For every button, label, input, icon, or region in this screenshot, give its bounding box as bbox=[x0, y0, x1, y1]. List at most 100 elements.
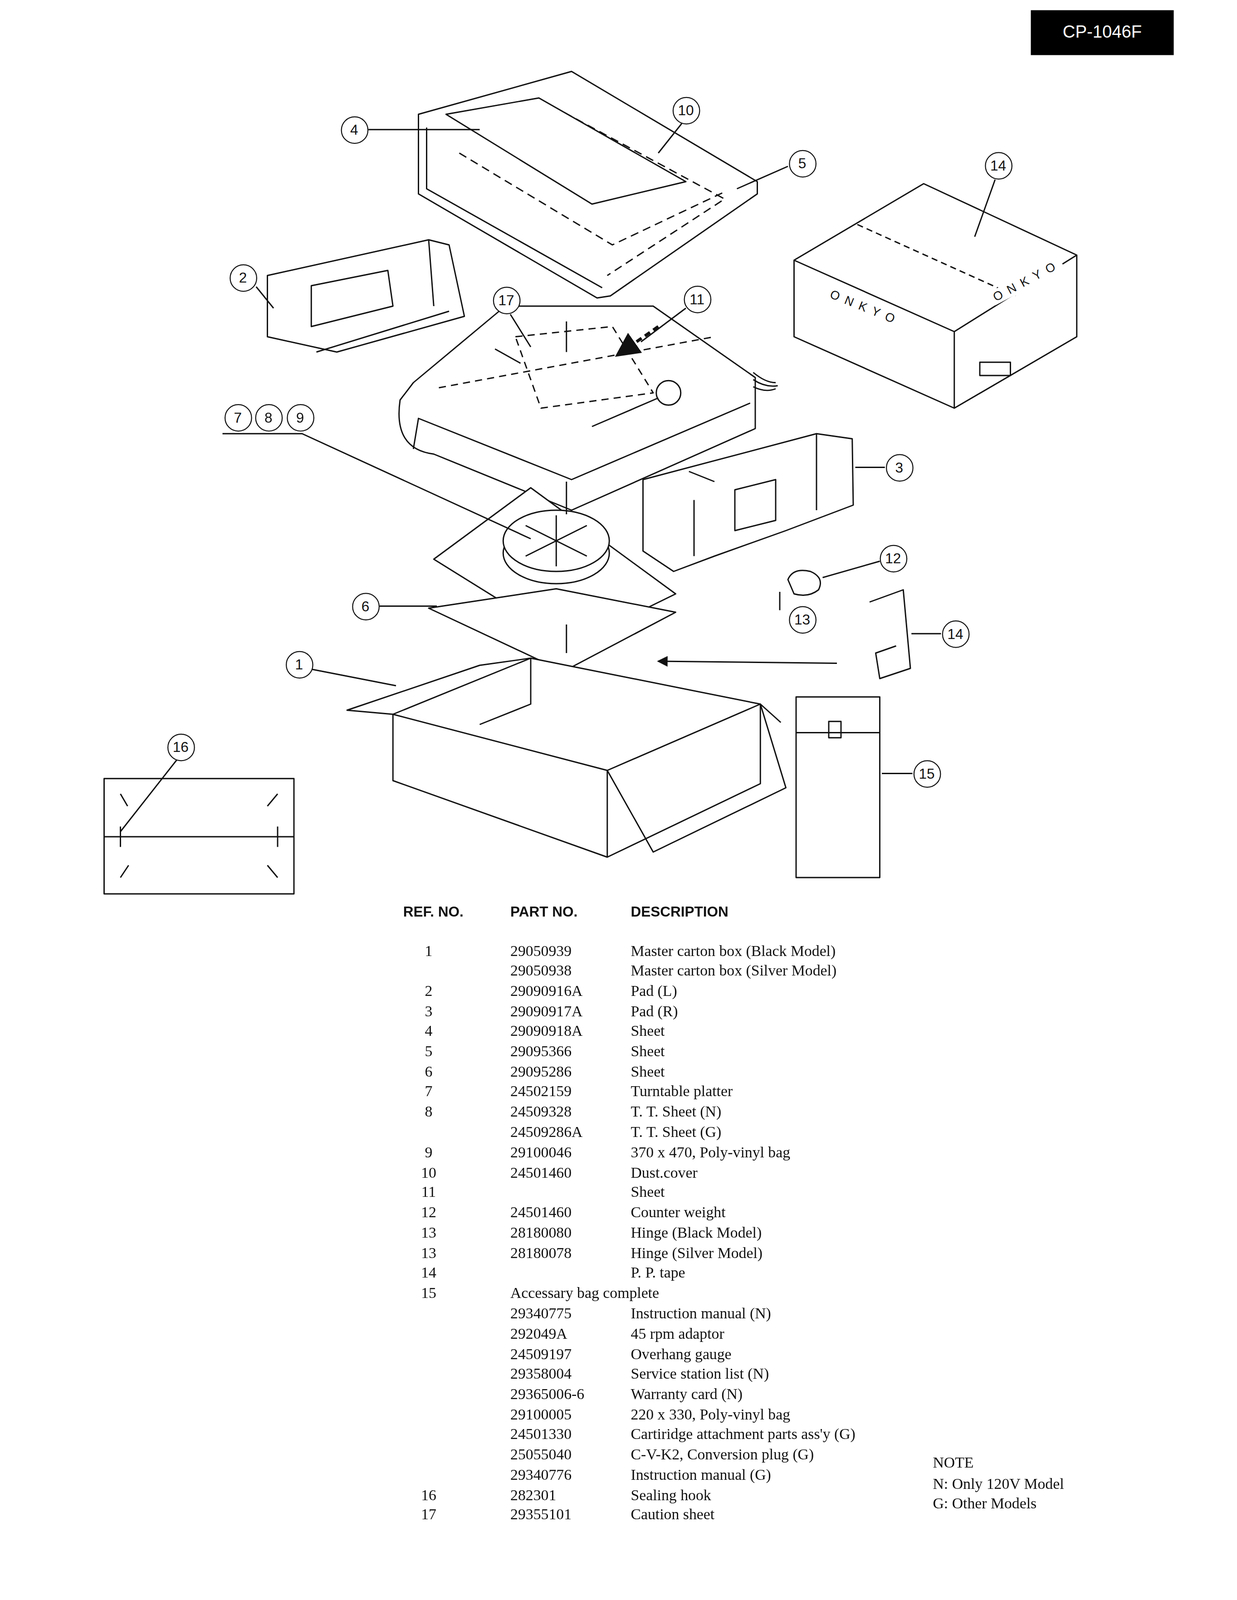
table-cell: 24501460 bbox=[510, 1202, 572, 1223]
table-cell: 13 bbox=[408, 1243, 450, 1264]
table-cell: 24501460 bbox=[510, 1162, 572, 1184]
table-cell: Overhang gauge bbox=[630, 1344, 732, 1365]
callout-circle: 17 bbox=[492, 286, 521, 314]
table-header: REF. NO. bbox=[403, 901, 464, 922]
table-cell: 9 bbox=[408, 1142, 450, 1163]
table-header: DESCRIPTION bbox=[630, 901, 729, 922]
table-cell: T. T. Sheet (G) bbox=[630, 1121, 722, 1143]
callout-number: 11 bbox=[689, 292, 705, 307]
callout-circle: 5 bbox=[788, 149, 817, 178]
callout-circle: 9 bbox=[286, 403, 314, 432]
table-cell: Hinge (Black Model) bbox=[630, 1222, 763, 1244]
callout-number: 1 bbox=[294, 657, 304, 672]
table-cell: Service station list (N) bbox=[630, 1363, 770, 1384]
table-cell: 7 bbox=[408, 1080, 450, 1102]
table-cell: 11 bbox=[408, 1182, 450, 1203]
table-cell: 10 bbox=[408, 1162, 450, 1184]
table-cell: 29095366 bbox=[510, 1041, 572, 1062]
table-cell: Caution sheet bbox=[630, 1504, 715, 1526]
table-cell: 17 bbox=[408, 1504, 450, 1526]
table-cell: 370 x 470, Poly-vinyl bag bbox=[630, 1142, 791, 1163]
table-cell: 29100005 bbox=[510, 1404, 572, 1425]
table-cell: 292049A bbox=[510, 1323, 568, 1345]
callout-number: 5 bbox=[798, 156, 807, 171]
callout-number: 14 bbox=[947, 626, 964, 642]
table-cell: 15 bbox=[408, 1282, 450, 1304]
table-cell: 6 bbox=[408, 1061, 450, 1082]
table-cell: Sheet bbox=[630, 1061, 665, 1082]
table-cell: 4 bbox=[408, 1020, 450, 1042]
table-cell: 45 rpm adaptor bbox=[630, 1323, 725, 1345]
title-box: CP-1046F bbox=[1031, 10, 1174, 56]
table-cell: 29355101 bbox=[510, 1504, 572, 1526]
table-cell: 24509328 bbox=[510, 1101, 572, 1122]
table-cell: 29340775 bbox=[510, 1303, 572, 1324]
callout-circle: 14 bbox=[984, 151, 1013, 180]
table-cell: C-V-K2, Conversion plug (G) bbox=[630, 1444, 815, 1465]
callout-number: 12 bbox=[884, 551, 901, 566]
table-cell: Counter weight bbox=[630, 1202, 726, 1223]
table-cell: 16 bbox=[408, 1485, 450, 1506]
table-cell: Dust.cover bbox=[630, 1162, 698, 1184]
table-cell: Master carton box (Black Model) bbox=[630, 941, 837, 962]
table-cell: Hinge (Silver Model) bbox=[630, 1243, 763, 1264]
table-cell: 28180080 bbox=[510, 1222, 572, 1244]
table-cell: T. T. Sheet (N) bbox=[630, 1101, 722, 1122]
table-cell: Turntable platter bbox=[630, 1080, 734, 1102]
table-cell: 14 bbox=[408, 1262, 450, 1283]
table-cell: 29340776 bbox=[510, 1464, 572, 1486]
callout-circle: 12 bbox=[879, 544, 907, 573]
table-cell: NOTE bbox=[933, 1452, 974, 1473]
table-cell: Sheet bbox=[630, 1041, 665, 1062]
callout-number: 3 bbox=[894, 460, 904, 475]
table-header: PART NO. bbox=[510, 901, 578, 922]
callout-circle: 14 bbox=[941, 620, 970, 648]
callout-circle: 13 bbox=[788, 605, 817, 634]
table-cell: 220 x 330, Poly-vinyl bag bbox=[630, 1404, 791, 1425]
callout-number: 4 bbox=[350, 122, 359, 137]
callout-circle: 11 bbox=[683, 285, 711, 313]
callout-number: 7 bbox=[233, 410, 242, 426]
callout-circle: 7 bbox=[224, 403, 252, 432]
callout-circle: 4 bbox=[340, 115, 368, 144]
callout-number: 9 bbox=[296, 410, 305, 426]
table-cell: 29050939 bbox=[510, 941, 572, 962]
table-cell: 13 bbox=[408, 1222, 450, 1244]
callout-circle: 16 bbox=[166, 733, 195, 762]
callout-number: 16 bbox=[172, 739, 189, 755]
table-cell: 2 bbox=[408, 980, 450, 1002]
table-cell: 29090916A bbox=[510, 980, 583, 1002]
table-cell: Pad (L) bbox=[630, 980, 678, 1002]
table-cell: 29090918A bbox=[510, 1020, 583, 1042]
callout-circle: 6 bbox=[351, 592, 380, 621]
table-cell: 24509197 bbox=[510, 1344, 572, 1365]
callout-number: 2 bbox=[239, 270, 248, 285]
table-cell: 29100046 bbox=[510, 1142, 572, 1163]
callout-circle: 15 bbox=[913, 759, 941, 788]
table-cell: 282301 bbox=[510, 1485, 557, 1506]
callout-circle: 8 bbox=[254, 403, 283, 432]
table-cell: 29095286 bbox=[510, 1061, 572, 1082]
table-cell: Sheet bbox=[630, 1020, 665, 1042]
table-cell: G: Other Models bbox=[933, 1493, 1037, 1514]
callout-number: 8 bbox=[264, 410, 273, 426]
callout-circle: 1 bbox=[285, 650, 313, 679]
table-cell: 25055040 bbox=[510, 1444, 572, 1465]
table-cell: Accessary bag complete bbox=[510, 1282, 660, 1304]
table-cell: 29090917A bbox=[510, 1001, 583, 1022]
table-cell: 29358004 bbox=[510, 1363, 572, 1384]
table-cell: Instruction manual (G) bbox=[630, 1464, 772, 1486]
callout-number: 10 bbox=[677, 102, 694, 118]
table-cell: Sheet bbox=[630, 1182, 665, 1203]
callout-number: 13 bbox=[794, 612, 811, 627]
table-cell: 3 bbox=[408, 1001, 450, 1022]
callout-circle: 3 bbox=[885, 453, 914, 482]
callout-number: 6 bbox=[361, 599, 370, 614]
table-cell: Cartiridge attachment parts ass'y (G) bbox=[630, 1423, 856, 1445]
table-cell: 29050938 bbox=[510, 960, 572, 981]
callout-number: 14 bbox=[990, 158, 1007, 173]
callout-number: 15 bbox=[918, 766, 935, 782]
table-cell: 24501330 bbox=[510, 1423, 572, 1445]
table-cell: Instruction manual (N) bbox=[630, 1303, 772, 1324]
table-cell: 24502159 bbox=[510, 1080, 572, 1102]
